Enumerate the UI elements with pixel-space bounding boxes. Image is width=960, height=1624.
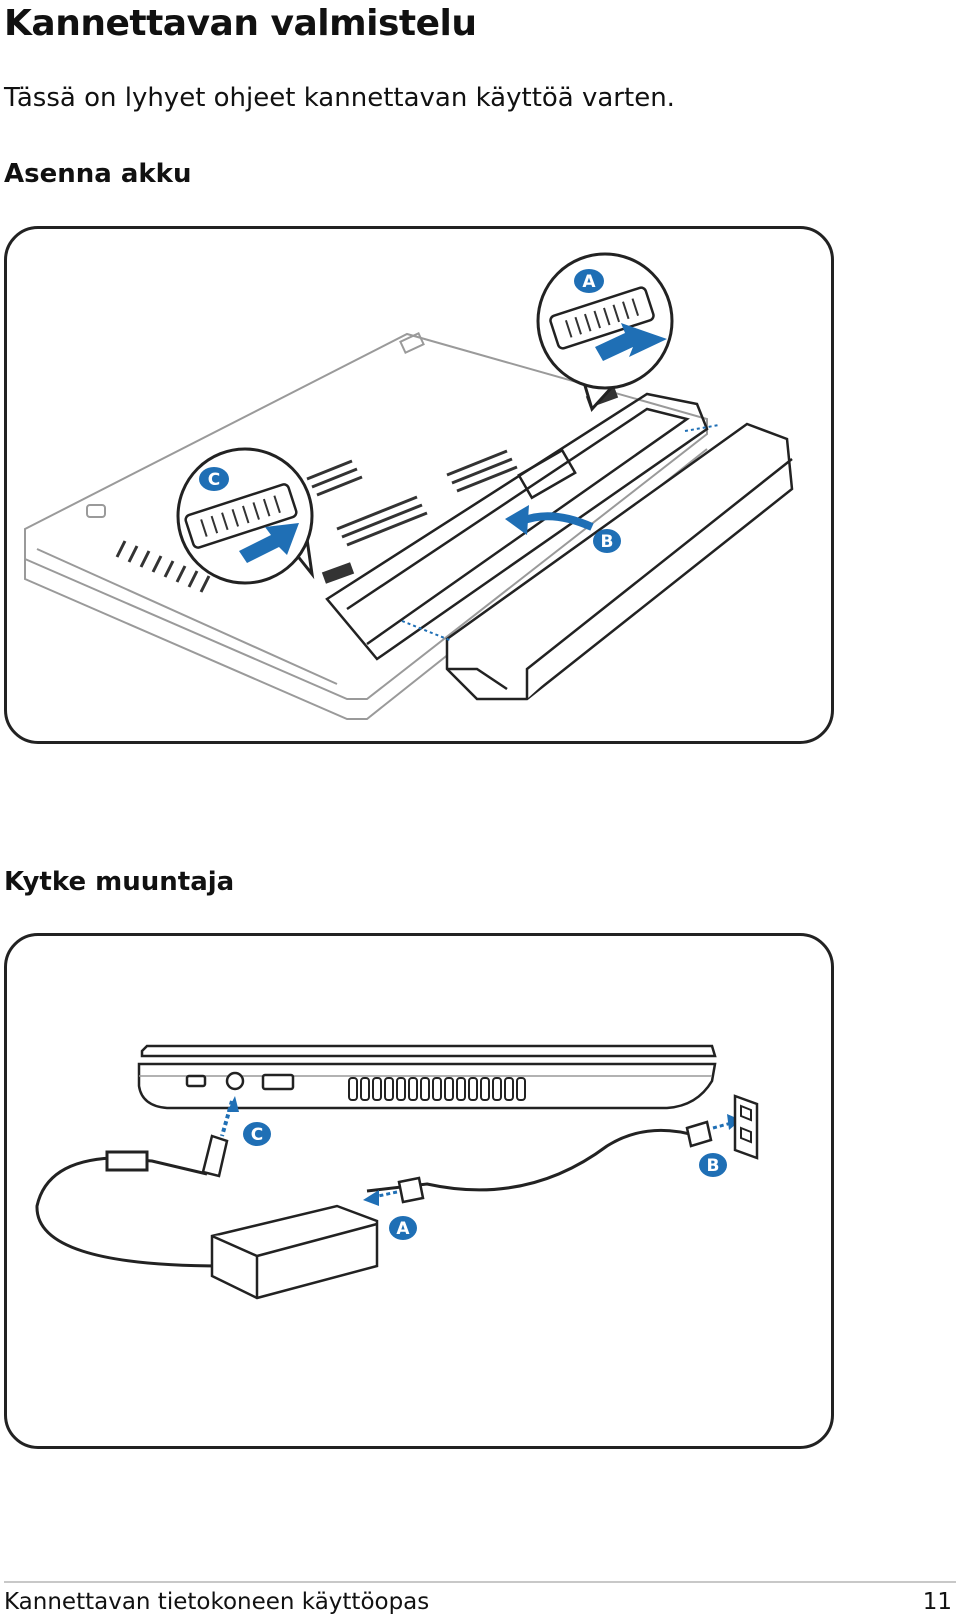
svg-text:A: A <box>582 272 596 292</box>
footer-manual-title: Kannettavan tietokoneen käyttöopas <box>4 1589 430 1615</box>
power-cables <box>35 1128 698 1268</box>
page-title: Kannettavan valmistelu <box>4 3 477 44</box>
footer-divider <box>4 1581 956 1583</box>
ac-plug-a <box>363 1176 425 1206</box>
vent-grilles <box>115 449 518 593</box>
svg-text:B: B <box>601 532 614 552</box>
svg-text:A: A <box>396 1219 410 1239</box>
battery-illustration-panel: B A C <box>4 226 834 744</box>
svg-text:C: C <box>208 470 220 490</box>
svg-text:B: B <box>707 1156 720 1176</box>
battery-pack <box>445 422 794 701</box>
alignment-guides <box>401 424 720 642</box>
battery-section-heading: Asenna akku <box>4 159 192 189</box>
power-outlet-icon <box>733 1094 759 1160</box>
svg-text:C: C <box>251 1125 263 1145</box>
insert-arrow-icon <box>505 505 594 535</box>
footer-page-number: 11 <box>922 1589 952 1615</box>
label-c-badge: C <box>243 1122 271 1146</box>
callout-c: C <box>176 447 315 585</box>
adapter-connection-illustration: C A B <box>35 1044 759 1300</box>
adapter-section-heading: Kytke muuntaja <box>4 867 235 897</box>
intro-text: Tässä on lyhyet ohjeet kannettavan käytt… <box>4 83 675 113</box>
ac-adapter-icon <box>210 1204 379 1300</box>
arrow-icon <box>595 323 667 361</box>
label-a-badge: A <box>389 1216 417 1240</box>
arrow-icon <box>239 523 299 563</box>
latch-c-icon <box>321 562 355 584</box>
label-b-badge: B <box>593 529 621 553</box>
label-b-badge: B <box>699 1153 727 1177</box>
dc-plug <box>201 1096 239 1178</box>
battery-installation-illustration: B A C <box>24 252 794 720</box>
adapter-illustration-panel: C A B <box>4 933 834 1449</box>
callout-a: A <box>536 252 674 412</box>
wall-plug-b <box>685 1114 741 1148</box>
laptop-vent <box>348 1077 526 1101</box>
